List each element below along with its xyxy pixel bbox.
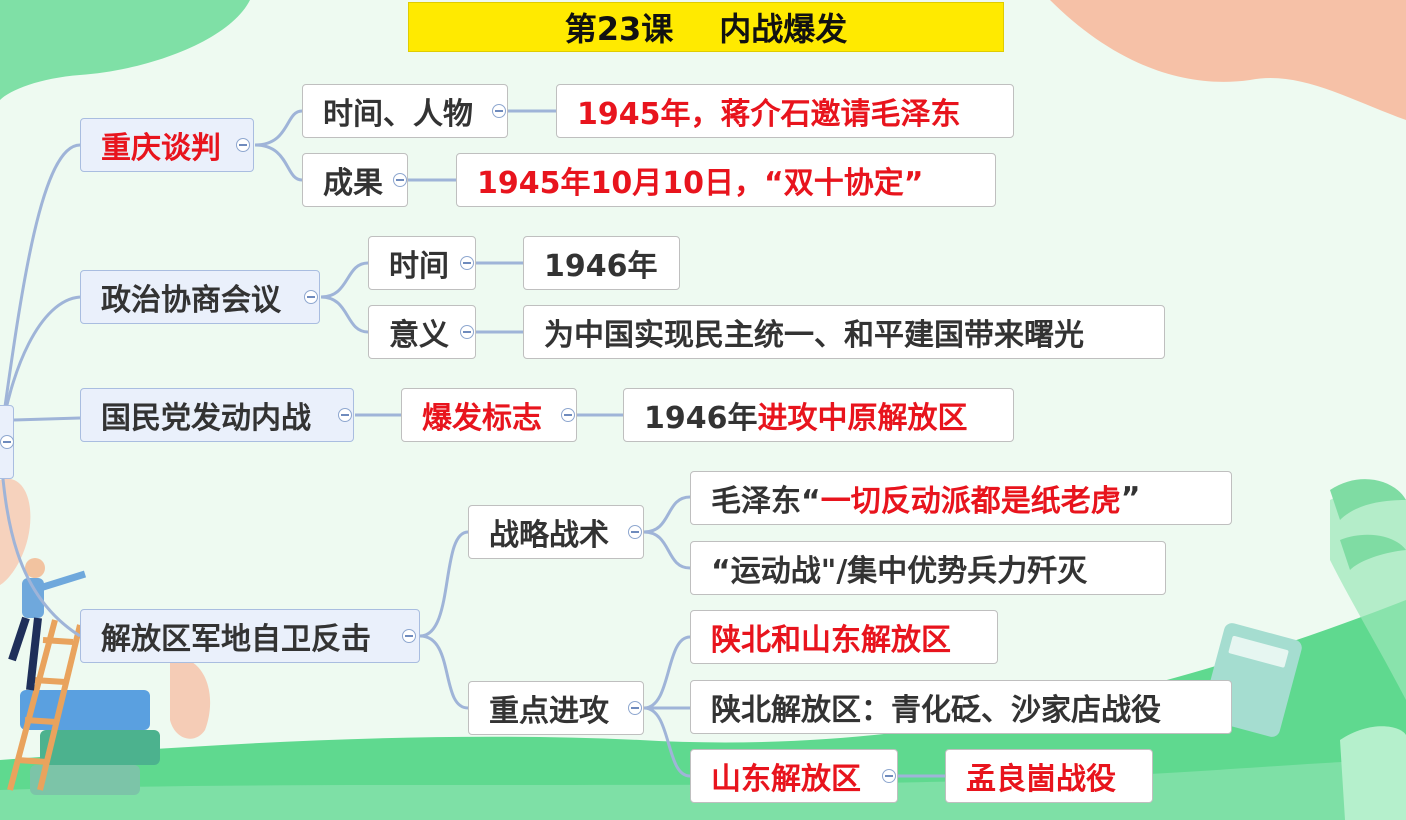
lesson-number: 第23课 [564, 10, 674, 48]
detail-node[interactable]: 1945年，蒋介石邀请毛泽东 [556, 84, 1014, 138]
branch-label: 国民党发动内战 [101, 401, 311, 436]
collapse-toggle-root[interactable] [0, 435, 14, 449]
sub-node-label: 战略战术 [489, 518, 609, 553]
sub-node-label: 重点进攻 [489, 694, 609, 729]
sub-node-strategy-tactics[interactable]: 战略战术 [468, 505, 644, 559]
detail-text: 1945年，蒋介石邀请毛泽东 [577, 97, 961, 132]
detail-text: 为中国实现民主统一、和平建国带来曙光 [544, 318, 1084, 353]
collapse-toggle-icon[interactable] [402, 629, 416, 643]
sub-node-label: 成果 [323, 166, 383, 201]
detail-node[interactable]: 山东解放区 [690, 749, 898, 803]
sub-node-label: 爆发标志 [422, 401, 542, 436]
collapse-toggle-icon[interactable] [338, 408, 352, 422]
branch-chongqing-negotiation[interactable]: 重庆谈判 [80, 118, 254, 172]
sub-node-result[interactable]: 成果 [302, 153, 408, 207]
climbing-person-illustration [8, 558, 87, 691]
detail-node[interactable]: 毛泽东“一切反动派都是纸老虎” [690, 471, 1232, 525]
detail-node[interactable]: 陕北解放区：青化砭、沙家店战役 [690, 680, 1232, 734]
sub-node-significance[interactable]: 意义 [368, 305, 476, 359]
detail-text: 陕北和山东解放区 [711, 623, 951, 658]
detail-text: 1945年10月10日，“双十协定” [477, 166, 924, 201]
collapse-toggle-icon[interactable] [628, 525, 642, 539]
branch-political-consultative-conference[interactable]: 政治协商会议 [80, 270, 320, 324]
sub-node-outbreak-sign[interactable]: 爆发标志 [401, 388, 577, 442]
collapse-toggle-icon[interactable] [628, 701, 642, 715]
detail-node[interactable]: 1946年 [523, 236, 680, 290]
detail-node[interactable]: 1946年进攻中原解放区 [623, 388, 1014, 442]
sub-node-time-people[interactable]: 时间、人物 [302, 84, 508, 138]
detail-node[interactable]: 陕北和山东解放区 [690, 610, 998, 664]
detail-node[interactable]: 1945年10月10日，“双十协定” [456, 153, 996, 207]
detail-text: 陕北解放区：青化砭、沙家店战役 [711, 693, 1161, 728]
collapse-toggle-icon[interactable] [561, 408, 575, 422]
detail-highlight: 一切反动派都是纸老虎 [820, 484, 1121, 519]
branch-label: 政治协商会议 [101, 283, 281, 318]
detail-text: “运动战"/集中优势兵力歼灭 [711, 554, 1088, 589]
sub-node-key-offensive[interactable]: 重点进攻 [468, 681, 644, 735]
detail-prefix: 毛泽东“ [711, 484, 821, 519]
sub-node-label: 时间、人物 [323, 97, 473, 132]
detail-node[interactable]: “运动战"/集中优势兵力歼灭 [690, 541, 1166, 595]
branch-kmt-starts-civil-war[interactable]: 国民党发动内战 [80, 388, 354, 442]
ladder-illustration [7, 619, 83, 791]
collapse-toggle-icon[interactable] [492, 104, 506, 118]
collapse-toggle-icon[interactable] [882, 769, 896, 783]
detail-node[interactable]: 孟良崮战役 [945, 749, 1153, 803]
detail-suffix: ” [1120, 480, 1141, 516]
detail-prefix: 1946年 [644, 401, 758, 436]
branch-label: 解放区军地自卫反击 [101, 622, 371, 657]
detail-highlight: 进攻中原解放区 [757, 401, 968, 436]
sub-node-label: 时间 [389, 249, 449, 284]
collapse-toggle-icon[interactable] [393, 173, 407, 187]
detail-text: 孟良崮战役 [966, 762, 1116, 797]
page-title: 第23课 内战爆发 [408, 2, 1004, 52]
sub-node-label: 意义 [389, 318, 449, 353]
detail-text: 1946年 [544, 249, 658, 284]
collapse-toggle-icon[interactable] [460, 256, 474, 270]
palm-leaves-illustration [1330, 479, 1406, 570]
collapse-toggle-icon[interactable] [460, 325, 474, 339]
branch-liberated-area-counterattack[interactable]: 解放区军地自卫反击 [80, 609, 420, 663]
collapse-toggle-icon[interactable] [236, 138, 250, 152]
collapse-toggle-icon[interactable] [304, 290, 318, 304]
detail-text: 山东解放区 [711, 762, 861, 797]
detail-node[interactable]: 为中国实现民主统一、和平建国带来曙光 [523, 305, 1165, 359]
lesson-topic: 内战爆发 [719, 10, 848, 48]
branch-label: 重庆谈判 [101, 131, 221, 166]
sub-node-time[interactable]: 时间 [368, 236, 476, 290]
